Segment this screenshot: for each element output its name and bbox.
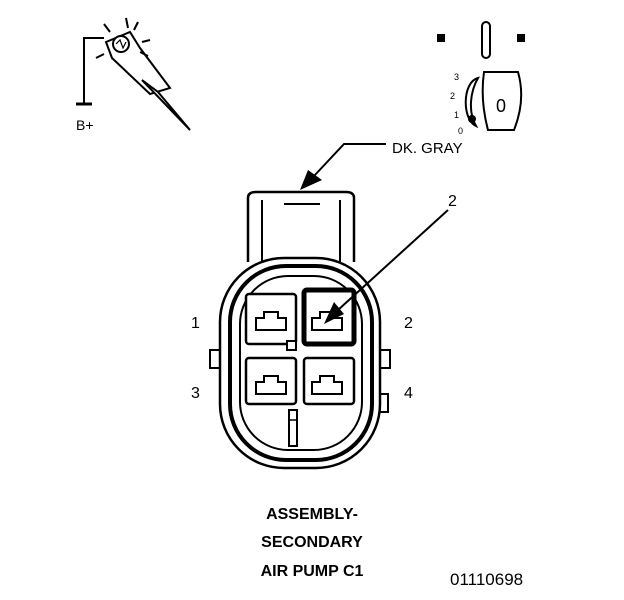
pin-label-4: 4 [404, 385, 413, 402]
ignition-position-1: 1 [454, 110, 459, 120]
pin-label-3: 3 [191, 385, 200, 402]
cavity-callout-number: 2 [448, 193, 457, 210]
ignition-position-0: 0 [458, 126, 463, 136]
connector-body [209, 190, 391, 470]
cavity-4 [302, 356, 356, 406]
ignition-key-icon [437, 21, 525, 131]
battery-label: B+ [76, 117, 94, 133]
cavity-3 [244, 356, 298, 406]
figure-number: 01110698 [450, 570, 524, 589]
ignition-key-label: 0 [496, 96, 506, 116]
polarizing-rib [288, 409, 298, 447]
center-key [286, 340, 297, 351]
cavity-1 [244, 292, 298, 346]
pin-label-2: 2 [404, 315, 413, 332]
pin-label-1: 1 [191, 315, 200, 332]
cavity-callout-leader [324, 209, 449, 324]
test-light-icon [76, 17, 191, 131]
ignition-position-3: 3 [454, 72, 459, 82]
caption-line-1: ASSEMBLY- [266, 506, 358, 523]
ignition-position-2: 2 [450, 91, 455, 101]
caption-line-3: AIR PUMP C1 [260, 563, 364, 580]
wire-color-label: DK. GRAY [392, 140, 463, 157]
wire-color-leader [300, 143, 386, 190]
caption-line-2: SECONDARY [261, 534, 363, 551]
